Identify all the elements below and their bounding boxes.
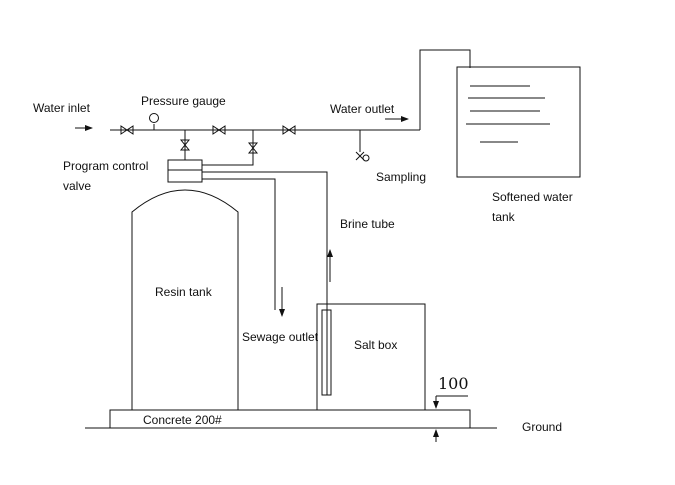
valve-icon	[282, 125, 296, 135]
pressure-gauge-icon	[149, 113, 159, 123]
label-sewage-outlet: Sewage outlet	[242, 330, 319, 344]
label-water-inlet: Water inlet	[33, 101, 90, 115]
label-dimension: 100	[438, 374, 469, 393]
label-salt-box: Salt box	[354, 338, 398, 352]
label-sampling: Sampling	[376, 170, 427, 184]
label-water-outlet: Water outlet	[330, 102, 395, 116]
label-ground: Ground	[522, 420, 563, 434]
resin-tank	[131, 189, 239, 410]
label-brine-tube: Brine tube	[340, 217, 395, 231]
label-softened-tank: tank	[492, 210, 515, 224]
program-control-valve	[167, 159, 203, 183]
label-program-control-valve: valve	[63, 179, 92, 193]
sewage-pipe	[202, 178, 276, 310]
brine-well	[321, 309, 332, 396]
concrete-base	[109, 409, 471, 429]
label-pressure-gauge: Pressure gauge	[141, 94, 226, 108]
inlet-valve-icon	[120, 125, 134, 135]
label-resin-tank: Resin tank	[155, 285, 212, 299]
label-concrete: Concrete 200#	[143, 413, 222, 427]
valve-icon	[212, 125, 226, 135]
softened-water-tank	[456, 66, 581, 178]
brine-tube	[202, 171, 328, 395]
valve-icon	[247, 142, 259, 154]
label-softened-water: Softened water	[492, 190, 573, 204]
label-program-control: Program control	[63, 159, 149, 173]
valve-icon	[179, 139, 191, 151]
salt-box	[316, 303, 426, 411]
outlet-pipe-to-tank	[419, 49, 471, 130]
